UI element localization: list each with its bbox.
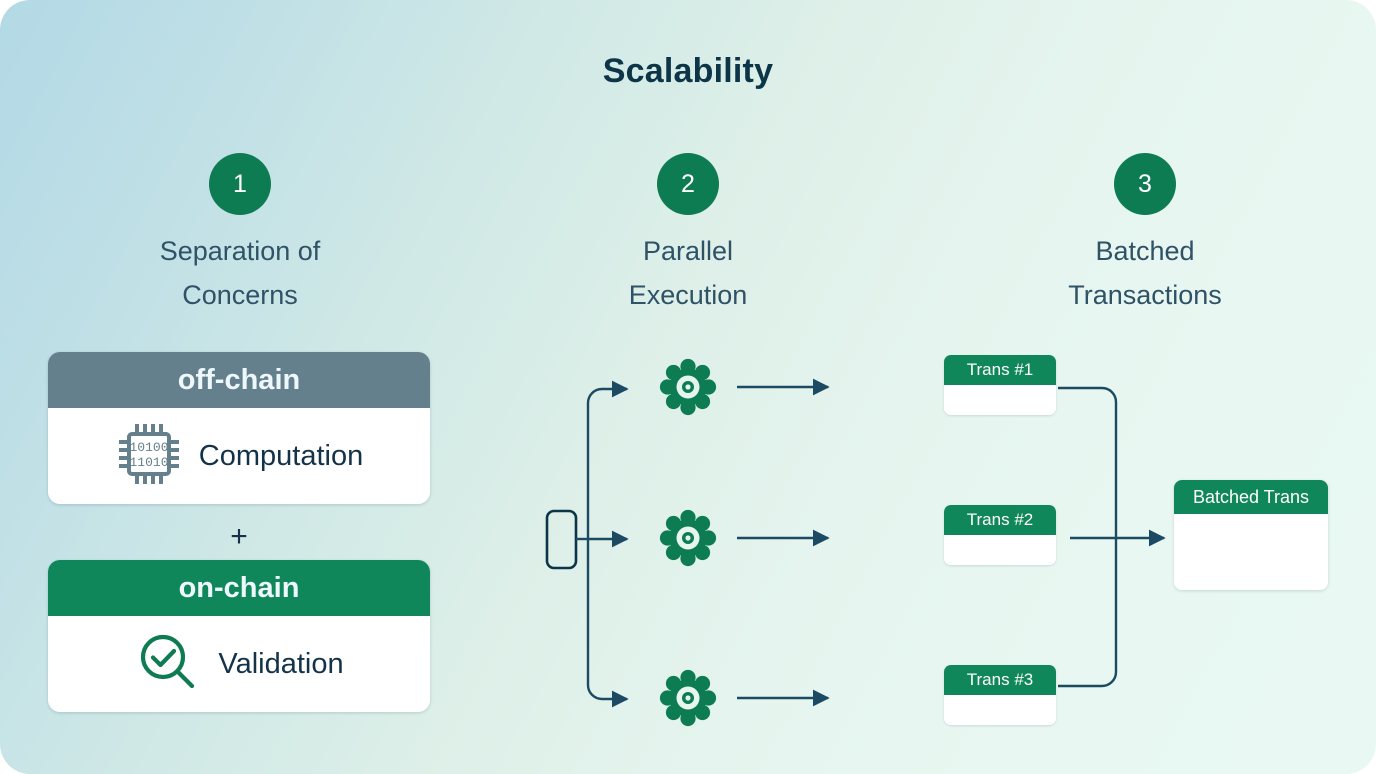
transaction-2-body <box>944 535 1056 565</box>
off-chain-item-label: Computation <box>198 439 364 472</box>
step-1-label: Separation of Concerns <box>159 236 321 310</box>
cpu-chip-icon: 10100 11010 <box>115 420 183 493</box>
step-1-header: 1 Separation of Concerns <box>110 153 370 317</box>
gear-output-arrows <box>737 378 830 707</box>
on-chain-item-label: Validation <box>218 647 344 680</box>
transaction-3-header: Trans #3 <box>944 665 1056 695</box>
gear-icon-2 <box>659 509 717 567</box>
step-3-header: 3 Batched Transactions <box>1015 153 1275 317</box>
off-chain-header: off-chain <box>48 352 430 408</box>
transaction-3-body <box>944 695 1056 725</box>
transaction-card-3: Trans #3 <box>944 665 1056 725</box>
svg-text:10100: 10100 <box>129 440 168 455</box>
batched-transaction-body <box>1174 514 1328 590</box>
transaction-1-header: Trans #1 <box>944 355 1056 385</box>
step-2-label: Parallel Execution <box>628 236 748 310</box>
magnifier-check-icon <box>134 628 202 701</box>
step-2-number: 2 <box>657 153 719 215</box>
source-node <box>545 509 578 570</box>
transaction-card-1: Trans #1 <box>944 355 1056 415</box>
branch-wires <box>576 380 629 708</box>
off-chain-body: 10100 11010 Computation <box>48 408 430 504</box>
step-3-label: Batched Transactions <box>1068 236 1222 310</box>
on-chain-body: Validation <box>48 616 430 712</box>
transaction-card-2: Trans #2 <box>944 505 1056 565</box>
gear-icon-3 <box>659 669 717 727</box>
step-1-number: 1 <box>209 153 271 215</box>
svg-text:11010: 11010 <box>129 455 168 470</box>
on-chain-card: on-chain Validation <box>48 560 430 712</box>
batched-transaction-card: Batched Trans <box>1174 480 1328 590</box>
step-2-header: 2 Parallel Execution <box>558 153 818 317</box>
on-chain-header: on-chain <box>48 560 430 616</box>
page-title: Scalability <box>602 52 774 90</box>
transaction-2-header: Trans #2 <box>944 505 1056 535</box>
merge-wires <box>1058 386 1166 688</box>
batched-transaction-header: Batched Trans <box>1174 480 1328 514</box>
gear-icon-1 <box>659 358 717 416</box>
plus-separator: + <box>230 520 248 553</box>
transaction-1-body <box>944 385 1056 415</box>
step-3-number: 3 <box>1114 153 1176 215</box>
off-chain-card: off-chain 10100 11010 Computation <box>48 352 430 504</box>
